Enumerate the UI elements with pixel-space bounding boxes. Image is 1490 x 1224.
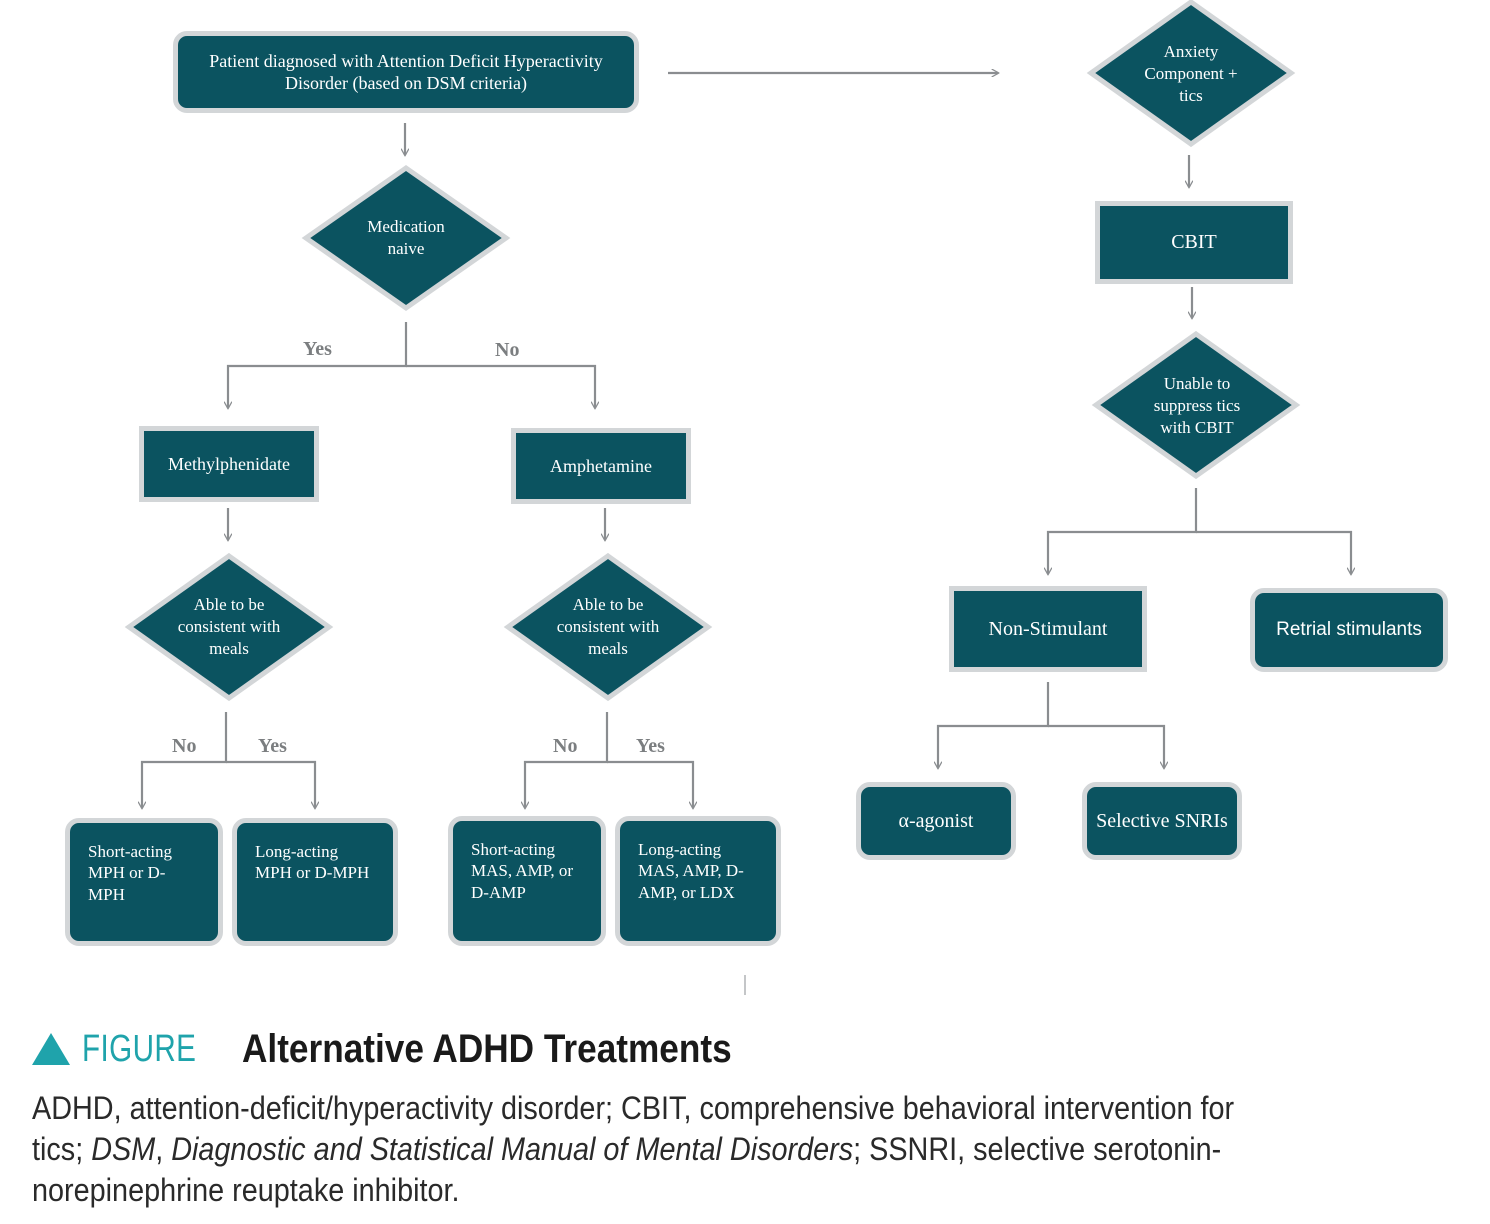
non-stimulant-node: Non-Stimulant (949, 586, 1147, 672)
edge-label-no: No (495, 339, 520, 361)
mph-short-acting-node: Short-acting MPH or D-MPH (65, 818, 223, 946)
caption-text: ADHD, attention-deficit/hyperactivity di… (32, 1088, 1292, 1211)
cbit-node: CBIT (1095, 201, 1293, 284)
decision-meals-amp (503, 552, 713, 702)
caption-text-part: ADHD, attention-deficit/hyperactivity di… (32, 1090, 1235, 1167)
decision-anxiety-tics-label: Anxiety Component + tics (1144, 41, 1238, 106)
connectors (124, 0, 1490, 995)
flowchart: Patient diagnosed with Attention Deficit… (65, 0, 1490, 995)
decision-anxiety-tics (1086, 0, 1296, 148)
decision-meals-amp-label: Able to be consistent with meals (556, 594, 660, 659)
caption-italic-dsm: DSM (91, 1131, 156, 1167)
edge-label-yes: Yes (258, 735, 287, 757)
decision-medication-naive (301, 164, 511, 312)
figure-caption: FIGURE Alternative ADHD Treatments ADHD,… (32, 1024, 1452, 1211)
retrial-stimulants-node: Retrial stimulants (1250, 588, 1448, 672)
decision-meals-mph-label: Able to be consistent with meals (177, 594, 281, 659)
edge-label-no: No (553, 735, 578, 757)
mph-long-acting-node: Long-acting MPH or D-MPH (232, 818, 398, 946)
amp-long-acting-node: Long-acting MAS, AMP, D-AMP, or LDX (615, 816, 781, 946)
caption-text-part: ; SSNRI, selective serotonin-norepinephr… (32, 1131, 1222, 1208)
caption-text-part: , (155, 1131, 172, 1167)
figure-label: FIGURE (82, 1027, 197, 1070)
amphetamine-node: Amphetamine (511, 428, 691, 504)
start-node: Patient diagnosed with Attention Deficit… (173, 31, 639, 113)
methylphenidate-node: Methylphenidate (139, 426, 319, 502)
selective-snris-node: Selective SNRIs (1082, 782, 1242, 860)
triangle-icon (32, 1033, 70, 1065)
edge-label-yes: Yes (303, 338, 332, 360)
amp-short-acting-node: Short-acting MAS, AMP, or D-AMP (448, 816, 606, 946)
decision-meals-mph (124, 552, 334, 702)
edge-label-no: No (172, 735, 197, 757)
alpha-agonist-node: α-agonist (856, 782, 1016, 860)
decision-unable-suppress-label: Unable to suppress tics with CBIT (1153, 373, 1241, 438)
decision-unable-suppress (1091, 330, 1301, 480)
decision-medication-naive-label: Medication naive (367, 216, 445, 258)
figure-heading: FIGURE Alternative ADHD Treatments (32, 1024, 1452, 1074)
figure-title: Alternative ADHD Treatments (242, 1026, 732, 1071)
edge-label-yes: Yes (636, 735, 665, 757)
caption-italic-manual: Diagnostic and Statistical Manual of Men… (171, 1131, 854, 1167)
